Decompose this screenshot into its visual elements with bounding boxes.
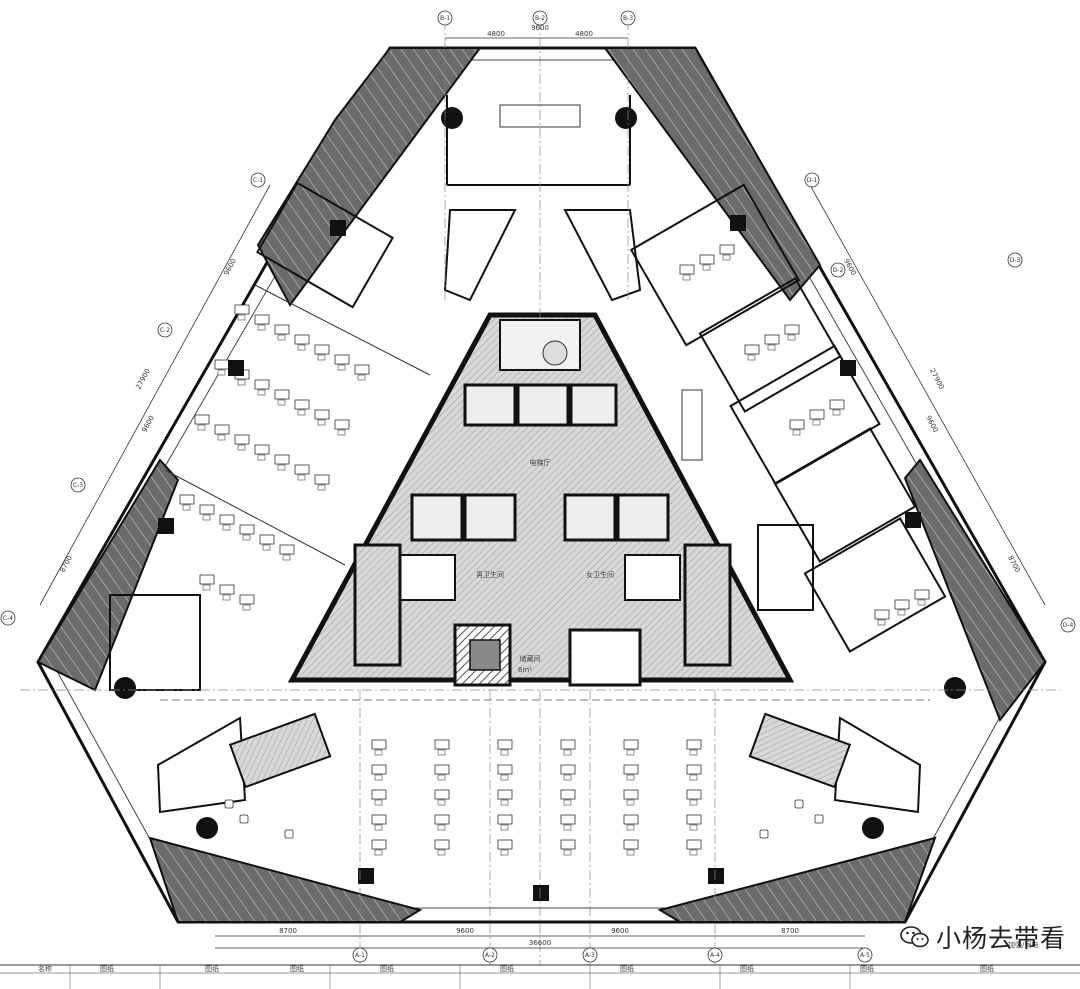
bottom-open-office [156, 699, 930, 901]
grid-label-top-1: B-1 [440, 15, 450, 22]
title-block [0, 964, 1080, 989]
dim-right-3: 8700 [1006, 554, 1021, 573]
axis-lines [20, 20, 1060, 965]
room-label-storage: 储藏间 [520, 654, 541, 663]
title-block-cell-6: 图纸 [500, 964, 514, 973]
title-block-cell-10: 图纸 [980, 964, 994, 973]
dim-left-3: 8700 [59, 554, 74, 573]
dim-right-2: 9600 [924, 414, 939, 433]
dim-bottom-4: 8700 [781, 927, 799, 935]
room-label-lobby: 电梯厅 [530, 458, 551, 467]
core [287, 312, 795, 687]
dimension-lines [39, 37, 1046, 949]
grid-label-top-3: B-3 [623, 15, 633, 22]
top-office [441, 95, 642, 302]
title-block-cell-7: 图纸 [620, 964, 634, 973]
grid-label-top-2: B-2 [535, 15, 545, 22]
dim-top-3: 4800 [575, 30, 593, 38]
room-label-storage-area: 6m² [518, 666, 532, 674]
title-block-cell-3: 图纸 [205, 964, 219, 973]
dim-bottom-total: 36600 [529, 939, 551, 947]
terrace-zones [36, 47, 1047, 923]
dim-right-total: 27900 [928, 367, 946, 390]
room-label-washroom-right: 女卫生间 [586, 570, 614, 579]
grid-label-right-3: D-3 [1010, 257, 1021, 264]
dim-bottom-1: 8700 [279, 927, 297, 935]
dim-top-1: 4800 [487, 30, 505, 38]
dim-left-total: 27900 [134, 367, 152, 390]
title-block-cell-4: 图纸 [290, 964, 304, 973]
grid-bubbles-bottom [352, 947, 873, 963]
room-label-washroom-left: 男卫生间 [476, 570, 504, 579]
grid-label-right-1: D-1 [807, 177, 818, 184]
grid-bubbles-right [804, 172, 1076, 633]
title-block-cell-9: 图纸 [860, 964, 874, 973]
dim-top-2: 9600 [531, 24, 549, 32]
watermark: 小杨去带看 [900, 920, 1066, 954]
grid-label-bottom-1: A-1 [355, 952, 365, 959]
grid-label-bottom-4: A-4 [710, 952, 720, 959]
title-block-cell-8: 图纸 [740, 964, 754, 973]
grid-label-bottom-5: A-5 [860, 952, 870, 959]
dim-bottom-2: 9600 [456, 927, 474, 935]
title-block-cell-1: 名称 [38, 964, 52, 973]
grid-label-bottom-3: A-3 [585, 952, 595, 959]
title-block-cell-2: 图纸 [100, 964, 114, 973]
grid-label-left-2: C-2 [160, 327, 170, 334]
wechat-icon [900, 926, 929, 948]
grid-label-bottom-2: A-2 [485, 952, 495, 959]
grid-bubbles-left [0, 172, 266, 626]
right-wing-rooms [629, 183, 966, 699]
left-wing-desks [109, 181, 431, 699]
title-block-cell-5: 图纸 [380, 964, 394, 973]
title-block-right-note: 加强/弱电 [1008, 940, 1038, 949]
grid-label-left-4: C-4 [3, 615, 13, 622]
dim-left-1: 9600 [223, 257, 238, 276]
grid-label-right-4: D-4 [1063, 622, 1074, 629]
grid-label-right-2: D-2 [833, 267, 844, 274]
grid-label-left-1: C-1 [253, 177, 263, 184]
watermark-text: 小杨去带看 [935, 924, 1066, 953]
grid-label-left-3: C-3 [73, 482, 83, 489]
grid-bubbles-top [437, 10, 636, 26]
dim-bottom-3: 9600 [611, 927, 629, 935]
